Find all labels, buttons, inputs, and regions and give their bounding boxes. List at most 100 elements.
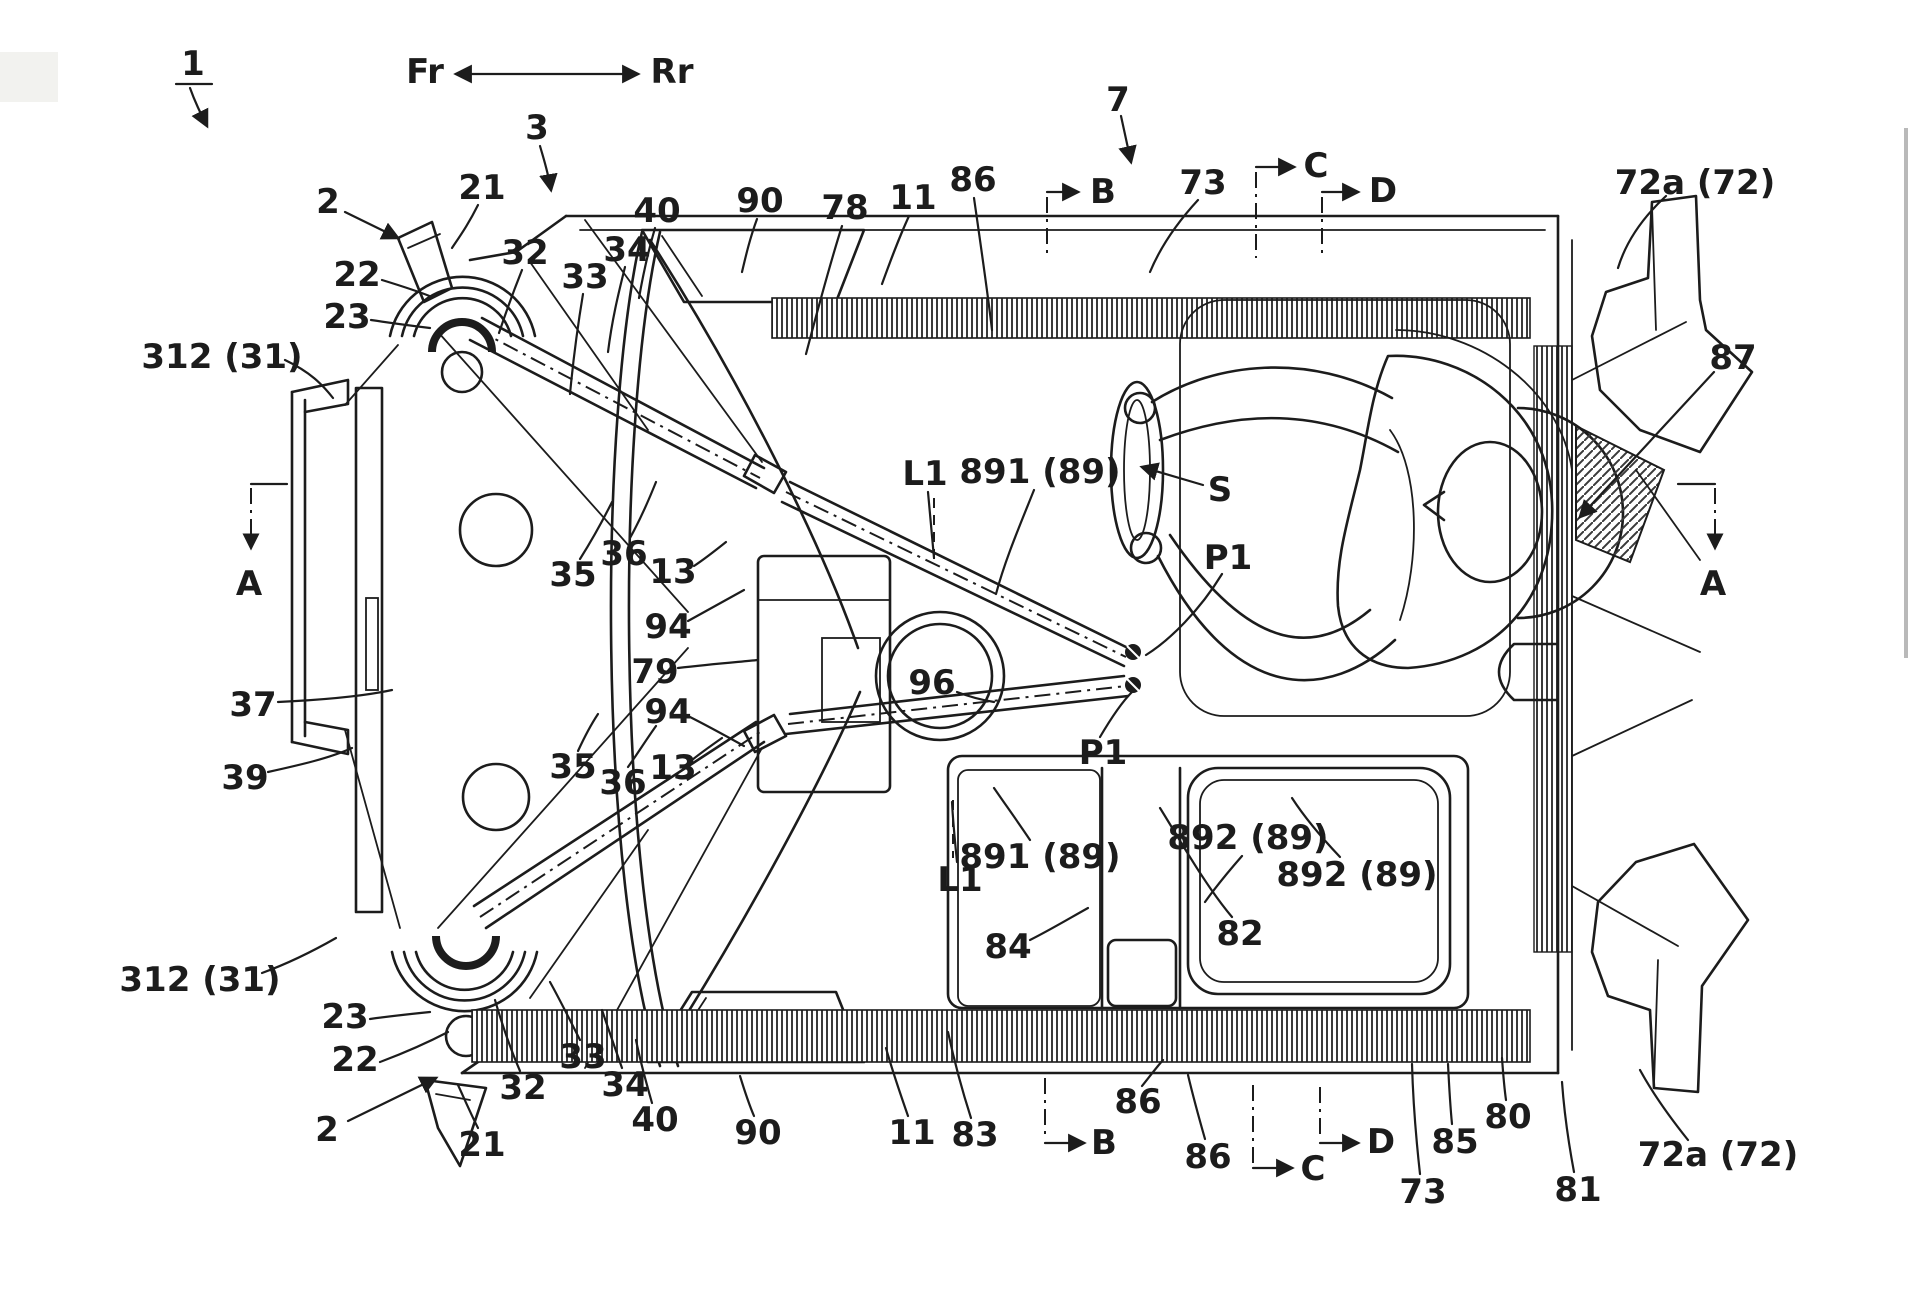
label-n2-bot: 2 [315, 1110, 339, 1150]
leader-312-bottom [260, 936, 338, 975]
leader-P1-bottom [1098, 690, 1134, 739]
leader-L1-top [926, 490, 936, 560]
label-n34-top: 34 [603, 230, 650, 270]
leader-82 [1158, 806, 1234, 919]
label-n33-top: 33 [561, 257, 608, 297]
leader-891-top [994, 488, 1036, 596]
label-n312-bot: 312 (31) [119, 960, 280, 1000]
leader-72a-bottom [1638, 1068, 1690, 1142]
label-n90-top: 90 [736, 181, 783, 221]
label-n73-bot: 73 [1399, 1172, 1446, 1212]
driver-seat [1179, 299, 1573, 717]
leader-78 [804, 224, 844, 356]
leader-13-top [692, 540, 728, 568]
label-n892-b: 892 (89) [1276, 855, 1437, 895]
label-n83: 83 [951, 1115, 998, 1155]
label-secC-bot: C [1301, 1149, 1326, 1189]
label-n32-bot: 32 [499, 1068, 546, 1108]
label-n22-top: 22 [333, 255, 380, 295]
label-fig-number: 1 [181, 44, 205, 84]
leader-86-top [972, 196, 994, 332]
section-marker-b-bottom [1043, 1078, 1087, 1153]
leader-2-bottom [346, 1076, 439, 1123]
section-marker-c-top [1254, 157, 1297, 258]
label-n11-top: 11 [889, 178, 936, 218]
leader-40-bottom [634, 1038, 654, 1105]
leader-90-top [740, 217, 759, 274]
cabin-floor-boxes [946, 754, 1470, 1010]
leader-39 [266, 746, 354, 774]
label-n13-bot: 13 [649, 748, 696, 788]
leader-35-bottom [576, 712, 600, 753]
label-secA-right: A [1700, 564, 1727, 604]
label-n33-bot: 33 [559, 1037, 606, 1077]
leader-86-bottom1 [1140, 1058, 1165, 1088]
leader-32-top [497, 268, 524, 335]
label-secB-top: B [1090, 172, 1116, 212]
cowl-hatch-wedge [1575, 424, 1666, 564]
car-body-outline [290, 214, 1560, 1075]
label-n23-top: 23 [323, 297, 370, 337]
leader-36-bottom [626, 724, 658, 769]
label-n73-top: 73 [1179, 163, 1226, 203]
leader-312-top [283, 358, 335, 400]
label-n891-top: 891 (89) [959, 452, 1120, 492]
label-secD-bot: D [1367, 1122, 1395, 1162]
label-n82: 82 [1216, 914, 1263, 954]
label-n23-bot: 23 [321, 997, 368, 1037]
leader-2-top [343, 210, 401, 240]
leader-892-b [1290, 796, 1342, 859]
label-n80: 80 [1484, 1097, 1531, 1137]
section-marker-b-top [1045, 182, 1081, 258]
label-n312-top: 312 (31) [141, 337, 302, 377]
label-n79: 79 [631, 652, 678, 692]
leader-87 [1578, 370, 1716, 520]
driver-head [1436, 440, 1544, 584]
section-marker-d-top [1320, 182, 1361, 258]
leader-37 [276, 688, 394, 704]
label-n90-bot: 90 [734, 1113, 781, 1153]
label-n35-bot: 35 [549, 747, 596, 787]
dash-panel-curves [609, 230, 862, 1068]
label-secA-left: A [236, 564, 263, 604]
label-n87: 87 [1709, 338, 1756, 378]
label-n35-top: 35 [549, 555, 596, 595]
driver-nose [1422, 490, 1446, 522]
label-secD-top: D [1369, 171, 1397, 211]
label-n21-bot: 21 [458, 1125, 505, 1165]
leader-40-top [637, 226, 657, 300]
leader-34-top [606, 265, 627, 354]
label-secC-top: C [1304, 146, 1329, 186]
label-nP1-top: P1 [1204, 538, 1253, 578]
label-secB-bot: B [1091, 1123, 1117, 1163]
leader-21-top [450, 203, 480, 250]
leader-94-b [686, 714, 746, 748]
leader-85 [1446, 1062, 1454, 1126]
leader-73-bottom [1410, 1062, 1422, 1176]
cross-braces [437, 219, 763, 1069]
leader-80 [1500, 1056, 1508, 1102]
label-n94-a: 94 [644, 607, 691, 647]
section-marker-a-left [242, 482, 289, 551]
leader-P1-top [1144, 572, 1224, 657]
label-n11-bot: 11 [888, 1113, 935, 1153]
frame-rails [468, 316, 1141, 930]
section-marker-c-bottom [1251, 1085, 1295, 1178]
label-n892-a: 892 (89) [1167, 818, 1328, 858]
leader-S [1139, 462, 1205, 487]
leader-32-bottom [493, 998, 522, 1073]
label-nS: S [1208, 470, 1233, 510]
leader-3 [538, 144, 558, 193]
label-n81: 81 [1554, 1170, 1601, 1210]
label-n78: 78 [821, 188, 868, 228]
leader-96 [955, 690, 996, 704]
leader-73-top [1148, 198, 1200, 274]
leader-21-bottom [456, 1083, 480, 1130]
driver-hand-upper [1123, 391, 1157, 425]
steering-wheel [1109, 380, 1165, 560]
label-n72a-top: 72a (72) [1615, 163, 1776, 203]
driver-hand-lower [1129, 531, 1163, 565]
